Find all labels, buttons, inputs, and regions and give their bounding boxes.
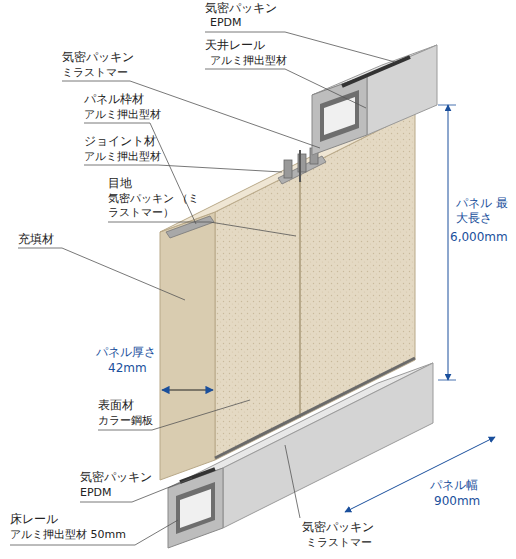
part-label: 気密パッキン [205, 1, 277, 16]
part-label: アルミ押出型材 [210, 54, 287, 68]
part-label: アルミ押出型材 [84, 150, 161, 164]
part-label: ミラストマー [306, 536, 372, 550]
part-label: EPDM [210, 16, 242, 30]
part-label: 床レール [10, 512, 58, 527]
part-label: ミラストマー [62, 66, 128, 80]
part-label: 気密パッキン [80, 470, 152, 485]
part-label: 気密パッキン [62, 50, 134, 65]
ceiling-rail [312, 45, 437, 155]
dimension-label: パネル 最大長さ [456, 196, 510, 226]
part-label: 表面材 [98, 398, 134, 413]
part-label: 気密パッキン [302, 520, 374, 535]
part-label: アルミ押出型材 50mm [10, 528, 126, 542]
leader-lines [10, 32, 395, 545]
part-label: EPDM [80, 486, 112, 500]
dimension-label: 900mm [434, 494, 480, 509]
part-label: パネル枠材 [84, 92, 144, 107]
part-label: ジョイント材 [84, 134, 156, 149]
dimension-label: パネル幅 [430, 478, 478, 493]
part-label: アルミ押出型材 [84, 108, 161, 122]
dimension-label: パネル厚さ [96, 345, 156, 360]
part-label: カラー鋼板 [98, 414, 153, 428]
part-label: 目地 [108, 176, 132, 191]
dimension-lines [162, 105, 495, 512]
dimension-label: 6,000mm [450, 230, 508, 245]
dimension-label: 42mm [108, 361, 147, 376]
part-label: 気密パッキン （ミラストマー） [108, 192, 208, 220]
part-label: 充填材 [18, 232, 54, 247]
part-label: 天井レール [205, 38, 265, 53]
